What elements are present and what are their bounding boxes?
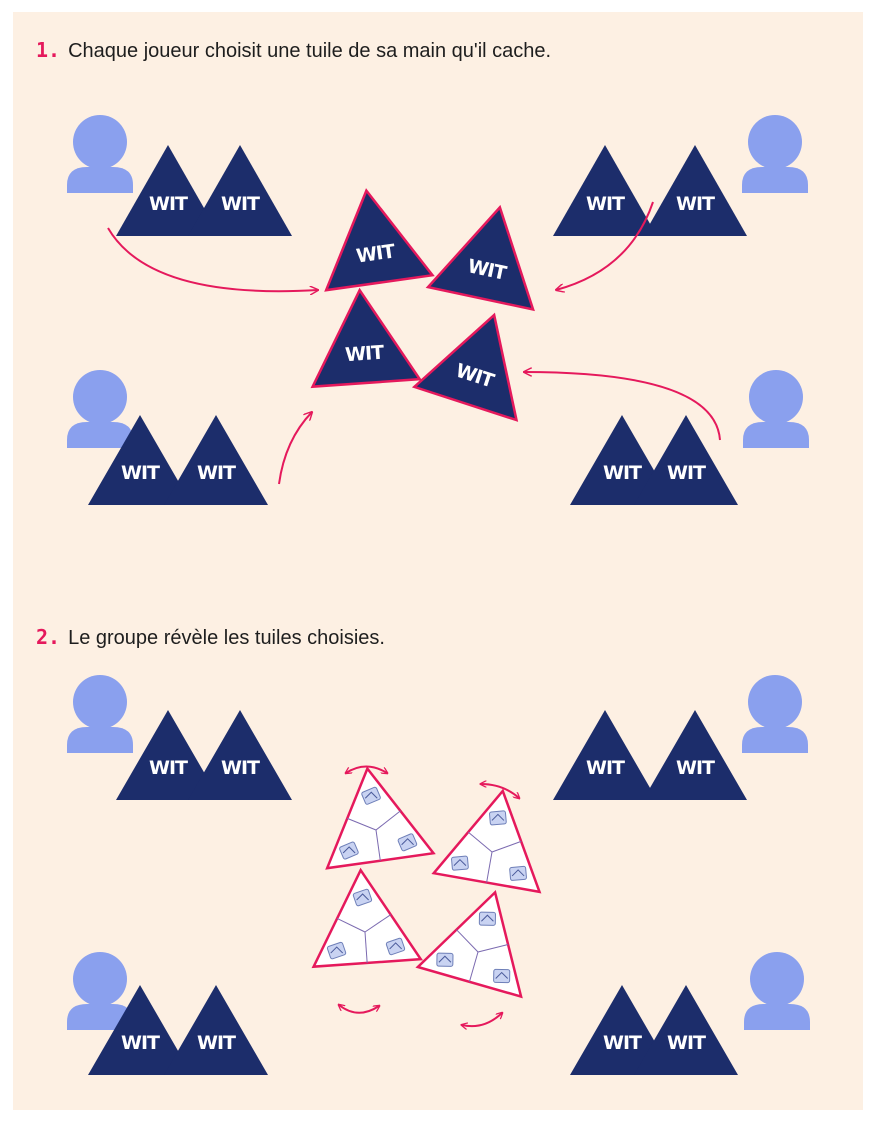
sketch-pictogram-icon <box>509 865 527 881</box>
tile-label: WIT <box>121 462 160 484</box>
tile-label: WIT <box>221 193 260 215</box>
sketch-pictogram-icon <box>478 911 496 926</box>
player-icon <box>742 675 808 753</box>
player-icon <box>67 370 133 448</box>
player-icon <box>67 115 133 193</box>
arrow-top-left-player <box>107 227 318 291</box>
step-1-text: Chaque joueur choisit une tuile de sa ma… <box>68 40 552 62</box>
rotate-arrow-2 <box>481 784 519 798</box>
tile-label: WIT <box>221 757 260 779</box>
rotate-arrow-4 <box>462 1013 502 1026</box>
hand-tile: WIT <box>553 710 657 800</box>
sketch-pictogram-icon <box>489 810 507 826</box>
step-1: 1. Chaque joueur choisit une tuile de sa… <box>36 38 551 63</box>
tile-label: WIT <box>355 240 397 267</box>
hand-tile: WIT <box>188 145 292 236</box>
hand-tile: WIT <box>164 985 268 1075</box>
hand-tile: WIT <box>116 145 220 236</box>
pass-arrows <box>107 201 721 485</box>
player-icon <box>744 952 810 1030</box>
sketch-pictogram-icon <box>493 968 511 984</box>
hand-tile: WIT <box>188 710 292 800</box>
player-icon <box>742 115 808 193</box>
tile-label: WIT <box>197 1032 236 1054</box>
arrow-top-right-player <box>556 201 654 290</box>
arrow-bottom-right-player <box>524 372 721 441</box>
sketch-pictogram-icon <box>451 855 469 871</box>
player-icon <box>743 370 809 448</box>
tile-label: WIT <box>676 757 715 779</box>
tile-label: WIT <box>603 1032 642 1054</box>
sketch-pictogram-icon <box>385 937 406 956</box>
tile-label: WIT <box>121 1032 160 1054</box>
rotate-arrow-3 <box>339 1005 379 1014</box>
hand-tile: WIT <box>643 145 747 236</box>
revealed-tile <box>415 889 523 999</box>
tile-label: WIT <box>667 1032 706 1054</box>
tile-label: WIT <box>149 757 188 779</box>
hand-tile: WIT <box>88 415 192 505</box>
tile-label: WIT <box>586 193 625 215</box>
step-2-text: Le groupe révèle les tuiles choisies. <box>68 627 385 649</box>
arrow-bottom-left-player <box>278 412 312 485</box>
revealed-tile <box>311 867 423 969</box>
player-icon <box>67 675 133 753</box>
hidden-played-tile: WIT <box>310 287 422 389</box>
step-2-number: 2. <box>36 625 61 649</box>
hand-tile: WIT <box>164 415 268 505</box>
hand-tile: WIT <box>553 145 657 236</box>
player-icon <box>67 952 133 1030</box>
sketch-pictogram-icon <box>361 786 381 805</box>
sketch-pictogram-icon <box>326 941 347 960</box>
hidden-played-tile: WIT <box>411 312 519 422</box>
hand-tile: WIT <box>643 710 747 800</box>
hand-tile: WIT <box>116 710 220 800</box>
rotate-arrow-1 <box>346 765 387 774</box>
revealed-tile <box>325 766 436 870</box>
sketch-pictogram-icon <box>436 952 454 967</box>
hand-tile: WIT <box>634 985 738 1075</box>
hand-tile: WIT <box>88 985 192 1075</box>
step-1-number: 1. <box>36 38 61 62</box>
rotate-arrows <box>339 765 519 1027</box>
tile-label: WIT <box>667 462 706 484</box>
tile-label: WIT <box>197 462 236 484</box>
hidden-played-tile: WIT <box>425 204 535 312</box>
step-2: 2. Le groupe révèle les tuiles choisies. <box>36 625 385 650</box>
tile-label: WIT <box>603 462 642 484</box>
revealed-tile <box>431 788 542 894</box>
tile-label: WIT <box>586 757 625 779</box>
hidden-played-tile: WIT <box>324 188 435 292</box>
hand-tile: WIT <box>634 415 738 505</box>
tile-label: WIT <box>676 193 715 215</box>
tile-label: WIT <box>344 342 384 367</box>
sketch-pictogram-icon <box>352 888 373 907</box>
sketch-pictogram-icon <box>339 841 359 860</box>
tile-label: WIT <box>149 193 188 215</box>
sketch-pictogram-icon <box>397 833 418 852</box>
